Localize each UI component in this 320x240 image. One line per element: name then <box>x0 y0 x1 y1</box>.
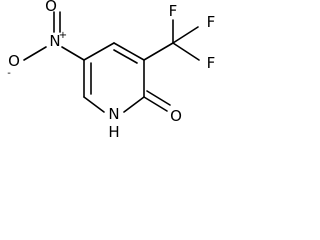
atom-f-right-top: F <box>207 13 216 31</box>
charge-nitro-o-minus: - <box>7 68 11 79</box>
bond-c2-o <box>143 96 168 112</box>
bond-cf3-f-right <box>172 42 200 61</box>
charge-nitro-n-plus: + <box>59 30 67 41</box>
bond-c6-n1 <box>83 96 105 113</box>
bond-n1-c2 <box>123 96 145 113</box>
atom-nitro-n: N <box>49 32 60 50</box>
bond-c2-o-double <box>146 90 171 106</box>
bond-c5-nitro-n <box>61 46 85 61</box>
bond-c3-c4 <box>113 42 145 61</box>
atom-nitro-o-double: O <box>45 0 57 15</box>
bond-c3-c4-double-inner <box>113 49 138 64</box>
bond-c4-c5 <box>83 42 115 61</box>
atom-carbonyl-o: O <box>170 107 182 125</box>
bond-c3-cf3 <box>143 42 174 61</box>
atom-ring-n: N <box>108 105 119 123</box>
bond-cf3-f-right-top <box>172 26 199 44</box>
structure-canvas: O N + O - N H O F F F <box>0 0 226 148</box>
atom-f-top: F <box>169 2 178 20</box>
atom-f-right: F <box>207 54 216 72</box>
atom-ring-h: H <box>108 123 119 141</box>
atom-nitro-o-minus: O <box>8 52 20 70</box>
bond-nitro-n-o-minus <box>23 46 47 61</box>
molecule-diagram: O N + O - N H O F F F <box>7 0 216 141</box>
